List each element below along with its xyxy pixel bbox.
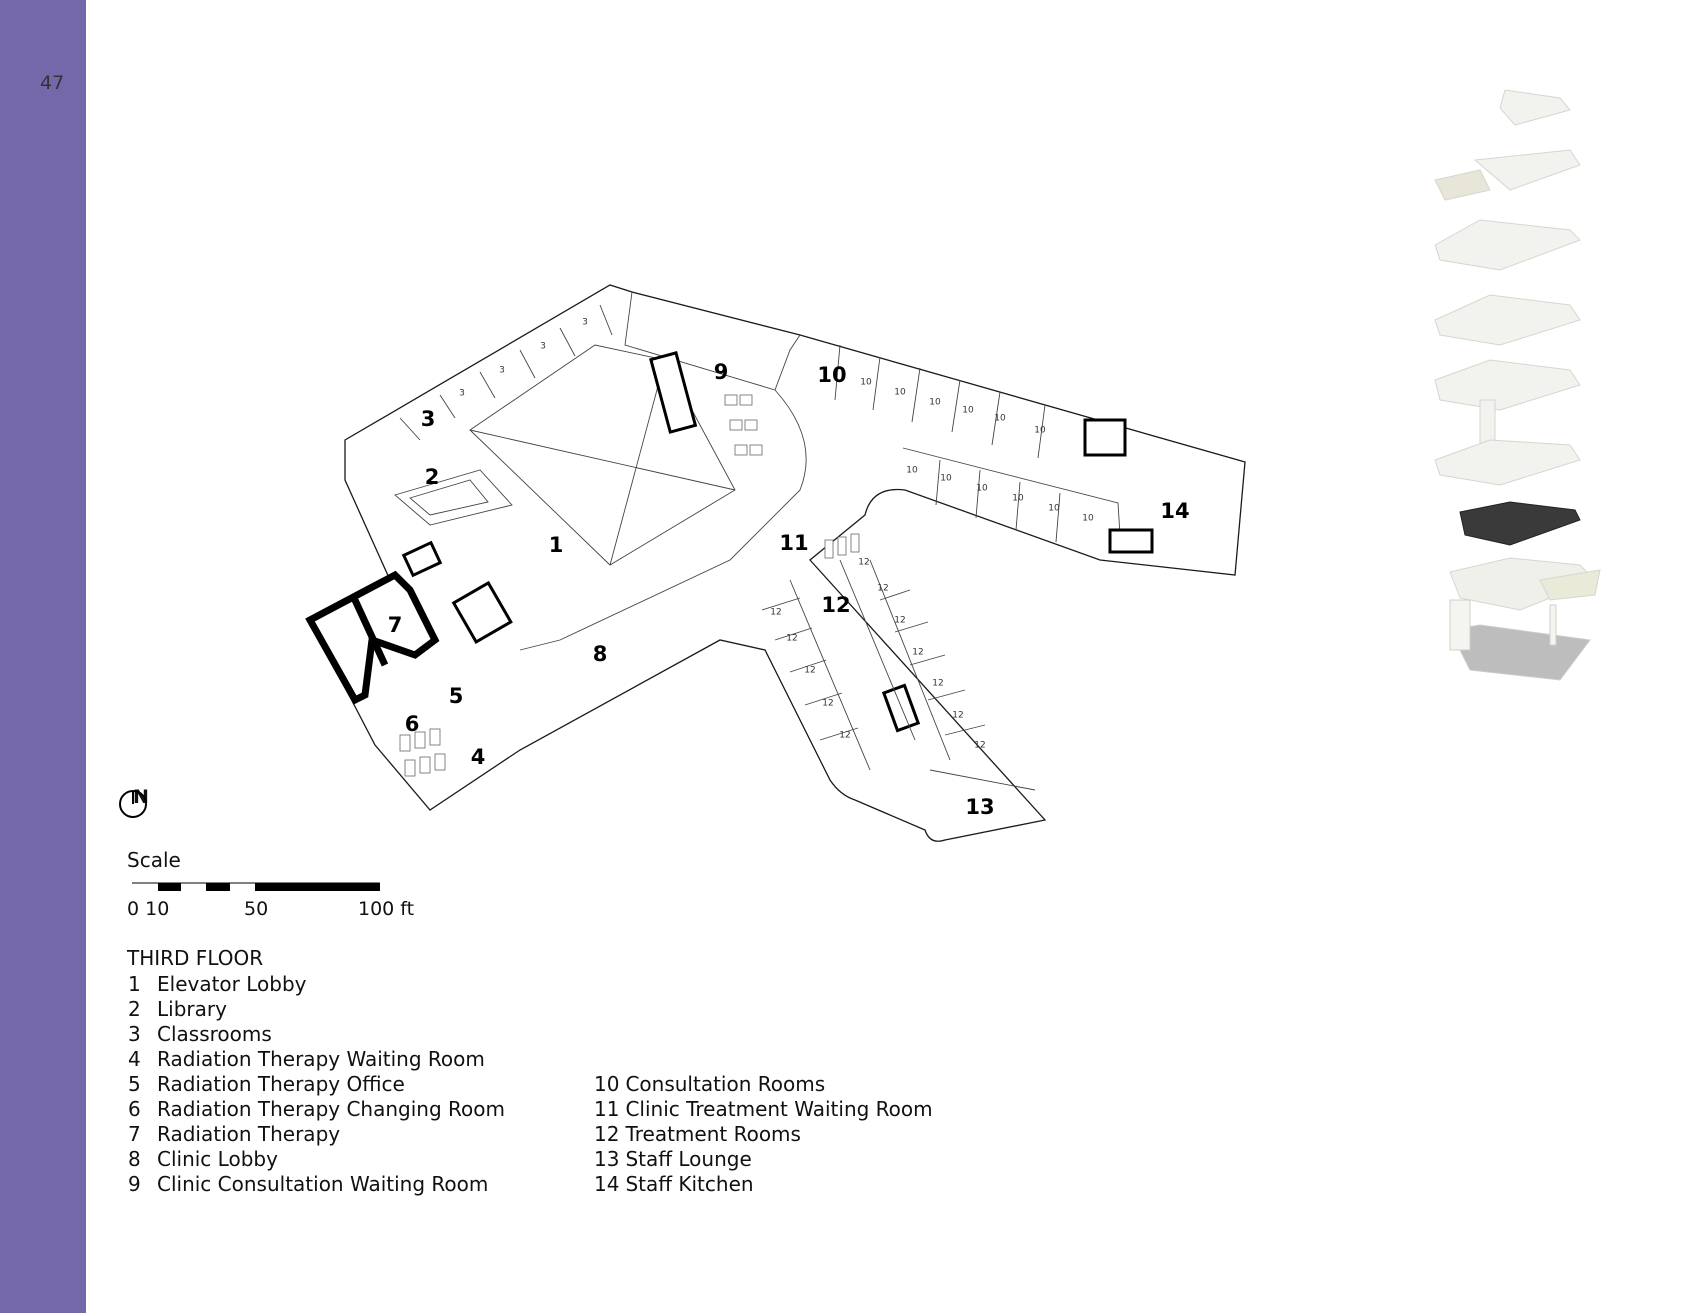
label-radiation-therapy: 7: [388, 613, 403, 637]
label-consultation: 10: [817, 363, 846, 387]
svg-text:12: 12: [770, 608, 781, 618]
svg-text:10: 10: [994, 414, 1006, 424]
svg-text:10: 10: [929, 398, 941, 408]
radiation-vault: [305, 570, 440, 705]
svg-text:3: 3: [499, 366, 505, 376]
svg-text:12: 12: [804, 666, 815, 676]
scale-bar: [132, 882, 380, 891]
svg-text:10: 10: [860, 378, 872, 388]
svg-text:12: 12: [877, 584, 888, 594]
label-staff-lounge: 13: [965, 795, 994, 819]
svg-text:12: 12: [839, 731, 850, 741]
stack-floor-roof: [1499, 89, 1571, 126]
stack-floor-current: [1459, 501, 1581, 546]
svg-text:12: 12: [822, 699, 833, 709]
north-arrow-icon: [119, 790, 147, 818]
label-treatment-rooms: 12: [821, 593, 850, 617]
scale-tick-100: 100 ft: [358, 898, 415, 920]
svg-text:3: 3: [540, 342, 546, 352]
legend-title: THIRD FLOOR: [127, 946, 264, 970]
small-room-numbers: 3 3 3 3 10 10 10 10 10 10 10 10 10 10 10…: [459, 318, 1094, 751]
stack-ground: [1449, 624, 1591, 681]
svg-text:12: 12: [786, 634, 797, 644]
label-rt-office: 5: [449, 684, 464, 708]
svg-text:10: 10: [1048, 504, 1060, 514]
scale-title: Scale: [127, 848, 181, 872]
atrium: [469, 344, 736, 566]
furniture: [394, 394, 860, 777]
label-staff-kitchen: 14: [1160, 499, 1189, 523]
label-clinic-lobby: 8: [593, 642, 608, 666]
svg-text:12: 12: [894, 616, 905, 626]
svg-text:12: 12: [974, 741, 985, 751]
label-classrooms: 3: [421, 407, 436, 431]
label-library: 2: [425, 465, 440, 489]
svg-text:12: 12: [912, 648, 923, 658]
room-labels: 1 2 3 4 5 6 7 8 9 10 11 12 13 14: [388, 360, 1190, 819]
sidebar-band: [0, 0, 86, 1313]
floor-stack-diagram: [1434, 89, 1601, 681]
west-wing-outline: [309, 284, 1246, 842]
label-rt-waiting: 4: [471, 745, 486, 769]
consultation-cells: [834, 344, 1061, 543]
scale-tick-50: 50: [244, 898, 269, 920]
svg-text:10: 10: [962, 406, 974, 416]
stack-floor-6: [1434, 359, 1581, 411]
treatment-cells: [761, 589, 1036, 791]
label-treatment-waiting: 11: [779, 531, 808, 555]
stack-floor-9: [1473, 149, 1581, 191]
svg-text:3: 3: [459, 389, 465, 399]
svg-text:3: 3: [582, 318, 588, 328]
stack-floor-8: [1434, 219, 1581, 271]
svg-text:12: 12: [952, 711, 963, 721]
svg-text:10: 10: [1034, 426, 1046, 436]
label-consult-waiting: 9: [714, 360, 729, 384]
page-number: 47: [40, 72, 65, 94]
svg-text:10: 10: [1012, 494, 1024, 504]
stack-floor-7: [1434, 294, 1581, 346]
svg-text:10: 10: [906, 466, 918, 476]
svg-text:12: 12: [932, 679, 943, 689]
label-rt-changing: 6: [405, 712, 420, 736]
scale-tick-0: 0 10: [127, 898, 170, 920]
svg-text:10: 10: [976, 484, 988, 494]
svg-text:12: 12: [858, 558, 869, 568]
svg-text:10: 10: [1082, 514, 1094, 524]
classroom-cells: [399, 304, 613, 441]
svg-text:10: 10: [894, 388, 906, 398]
svg-text:10: 10: [940, 474, 952, 484]
label-elevator-lobby: 1: [549, 533, 564, 557]
